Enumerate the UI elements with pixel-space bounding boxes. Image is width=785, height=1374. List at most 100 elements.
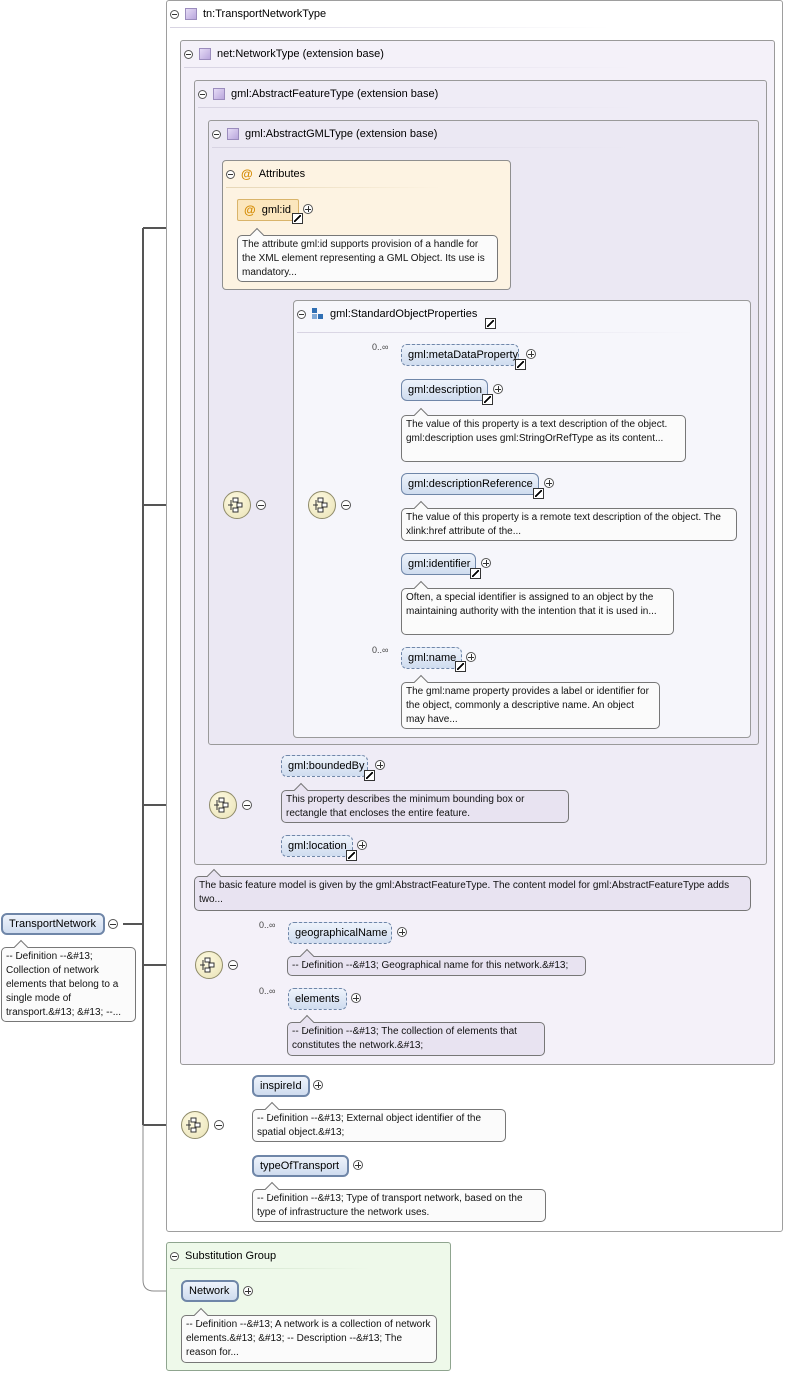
element-name: gml:description — [408, 384, 482, 396]
collapse-icon[interactable] — [170, 1251, 179, 1261]
element-typeoftransport[interactable]: typeOfTransport — [252, 1155, 349, 1177]
collapse-icon[interactable] — [242, 800, 252, 810]
element-name: elements — [295, 993, 340, 1005]
collapse-icon[interactable] — [341, 500, 351, 510]
collapse-icon[interactable] — [170, 9, 179, 19]
collapse-icon[interactable] — [212, 129, 221, 139]
expand-icon[interactable] — [313, 1080, 323, 1090]
type-name: net:NetworkType (extension base) — [217, 48, 384, 60]
root-element-transportnetwork[interactable]: TransportNetwork — [1, 913, 105, 935]
cardinality-label: 0..∞ — [259, 920, 276, 930]
element-name: TransportNetwork — [9, 918, 97, 930]
type-name: tn:TransportNetworkType — [203, 8, 327, 20]
element-identifier[interactable]: gml:identifier — [401, 553, 476, 575]
element-geographicalname[interactable]: geographicalName — [288, 922, 392, 944]
gml-id-attribute[interactable]: @ gml:id — [237, 199, 299, 221]
attributes-title: Attributes — [258, 168, 306, 180]
abstract-gml-type-header[interactable]: gml:AbstractGMLType (extension base) — [212, 122, 437, 146]
reference-link-icon[interactable] — [292, 213, 303, 224]
collapse-icon[interactable] — [256, 500, 266, 510]
header-divider — [212, 147, 632, 148]
expand-icon[interactable] — [357, 840, 367, 850]
element-location[interactable]: gml:location — [281, 835, 353, 857]
expand-icon[interactable] — [526, 349, 536, 359]
element-network[interactable]: Network — [181, 1280, 239, 1302]
sequence-compositor-icon[interactable] — [223, 491, 251, 519]
collapse-icon[interactable] — [228, 960, 238, 970]
descriptionreference-doc: The value of this property is a remote t… — [401, 508, 737, 541]
root-element-doc: -- Definition --&#13; Collection of netw… — [1, 947, 136, 1022]
header-divider — [226, 187, 441, 188]
header-divider — [170, 27, 610, 28]
sequence-compositor-icon[interactable] — [209, 791, 237, 819]
collapse-icon[interactable] — [184, 49, 193, 59]
element-metadataproperty[interactable]: gml:metaDataProperty — [401, 344, 519, 366]
expand-icon[interactable] — [375, 760, 385, 770]
sequence-compositor-icon[interactable] — [195, 951, 223, 979]
type-name: gml:AbstractGMLType (extension base) — [245, 128, 438, 140]
expand-icon[interactable] — [243, 1286, 253, 1296]
reference-link-icon[interactable] — [346, 850, 357, 861]
expand-icon[interactable] — [544, 478, 554, 488]
element-name: gml:descriptionReference — [408, 478, 533, 490]
reference-link-icon[interactable] — [485, 318, 496, 329]
header-divider — [198, 107, 638, 108]
expand-icon[interactable] — [481, 558, 491, 568]
sequence-compositor-icon[interactable] — [181, 1111, 209, 1139]
sequence-compositor-icon[interactable] — [308, 491, 336, 519]
element-name: gml:location — [288, 840, 347, 852]
element-name: gml:identifier — [408, 558, 471, 570]
collapse-icon[interactable] — [198, 89, 207, 99]
expand-icon[interactable] — [353, 1160, 363, 1170]
transport-network-type-header[interactable]: tn:TransportNetworkType — [170, 2, 326, 26]
element-name: Network — [189, 1285, 230, 1297]
complex-type-icon — [199, 48, 211, 60]
reference-link-icon[interactable] — [482, 394, 493, 405]
element-name: typeOfTransport — [260, 1160, 340, 1172]
collapse-icon[interactable] — [226, 169, 235, 179]
element-name: gml:metaDataProperty — [408, 349, 519, 361]
element-descriptionreference[interactable]: gml:descriptionReference — [401, 473, 539, 495]
inspireid-doc: -- Definition --&#13; External object id… — [252, 1109, 506, 1142]
element-description[interactable]: gml:description — [401, 379, 488, 401]
element-name-label: gml:name — [408, 652, 457, 664]
reference-link-icon[interactable] — [515, 359, 526, 370]
collapse-icon[interactable] — [297, 309, 306, 319]
abstract-feature-type-doc: The basic feature model is given by the … — [194, 876, 751, 911]
element-inspireid[interactable]: inspireId — [252, 1075, 310, 1097]
reference-link-icon[interactable] — [364, 770, 375, 781]
network-type-header[interactable]: net:NetworkType (extension base) — [184, 42, 384, 66]
complex-type-icon — [213, 88, 225, 100]
attributes-header[interactable]: @ Attributes — [226, 162, 305, 186]
reference-link-icon[interactable] — [533, 488, 544, 499]
element-elements[interactable]: elements — [288, 988, 347, 1010]
group-icon — [312, 308, 324, 320]
geographicalname-doc: -- Definition --&#13; Geographical name … — [287, 956, 586, 976]
substitution-group-title: Substitution Group — [185, 1250, 277, 1262]
abstract-feature-type-header[interactable]: gml:AbstractFeatureType (extension base) — [198, 82, 438, 106]
attribute-icon: @ — [241, 167, 253, 181]
element-name: gml:boundedBy — [288, 760, 365, 772]
collapse-icon[interactable] — [108, 919, 118, 929]
element-boundedby[interactable]: gml:boundedBy — [281, 755, 368, 777]
reference-link-icon[interactable] — [470, 568, 481, 579]
collapse-icon[interactable] — [214, 1120, 224, 1130]
expand-icon[interactable] — [493, 384, 503, 394]
element-name[interactable]: gml:name — [401, 647, 462, 669]
attribute-name: gml:id — [261, 204, 292, 216]
element-name: geographicalName — [295, 927, 388, 939]
expand-icon[interactable] — [466, 652, 476, 662]
attribute-icon: @ — [244, 203, 256, 217]
group-name: gml:StandardObjectProperties — [330, 308, 478, 320]
header-divider — [184, 67, 634, 68]
substitution-group-header[interactable]: Substitution Group — [170, 1244, 276, 1268]
standard-object-properties-header[interactable]: gml:StandardObjectProperties — [297, 302, 477, 326]
expand-icon[interactable] — [303, 204, 313, 214]
expand-icon[interactable] — [351, 993, 361, 1003]
cardinality-label: 0..∞ — [259, 986, 276, 996]
expand-icon[interactable] — [397, 927, 407, 937]
element-name: inspireId — [260, 1080, 302, 1092]
reference-link-icon[interactable] — [455, 661, 466, 672]
complex-type-icon — [185, 8, 197, 20]
typeoftransport-doc: -- Definition --&#13; Type of transport … — [252, 1189, 546, 1222]
